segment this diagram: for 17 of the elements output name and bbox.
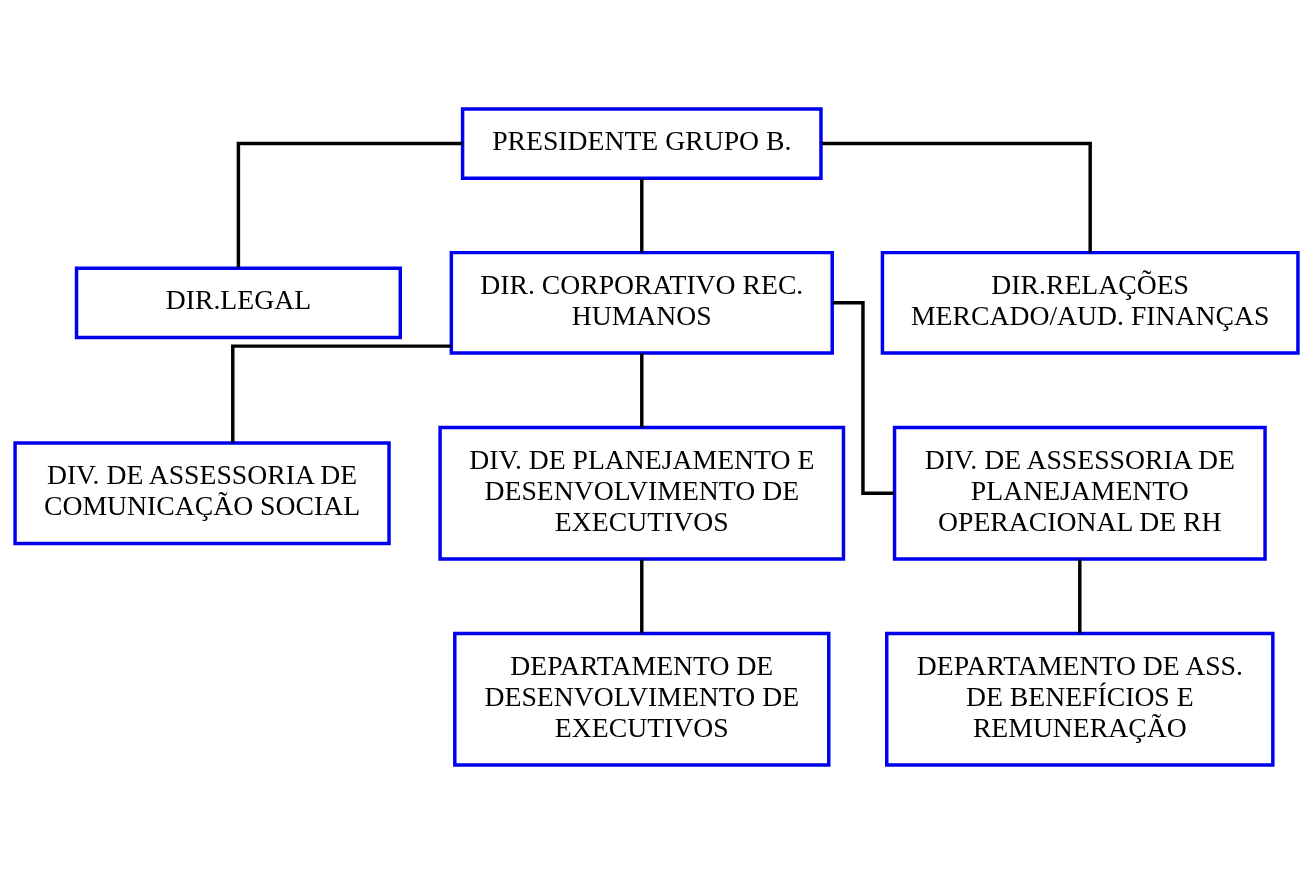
connector — [640, 352, 644, 427]
node-box: DIV. DE PLANEJAMENTO E DESENVOLVIMENTO DE EXECUTIVOS — [438, 425, 846, 561]
node-box: PRESIDENTE GRUPO B. — [460, 106, 823, 180]
connector — [640, 178, 644, 252]
node-box: DIR.LEGAL — [74, 265, 402, 339]
node-box: DIV. DE ASSESSORIA DE COMUNICAÇÃO SOCIAL — [13, 440, 391, 545]
connector — [821, 141, 1092, 252]
connector — [1078, 559, 1082, 633]
connector — [236, 141, 463, 267]
node-box: DIR. CORPORATIVO REC. HUMANOS — [449, 250, 834, 355]
node-box: DIV. DE ASSESSORIA DE PLANEJAMENTO OPERACIONAL DE RH — [892, 425, 1267, 561]
node-box: DIR.RELAÇÕES MERCADO/AUD. FINANÇAS — [880, 250, 1300, 355]
node-box: DEPARTAMENTO DE DESENVOLVIMENTO DE EXECUTIVOS — [453, 631, 831, 767]
node-box: DEPARTAMENTO DE ASS. DE BENEFÍCIOS E REMUNERAÇÃO — [885, 631, 1275, 767]
connector — [231, 343, 452, 443]
connector — [832, 300, 895, 495]
connector — [640, 559, 644, 633]
